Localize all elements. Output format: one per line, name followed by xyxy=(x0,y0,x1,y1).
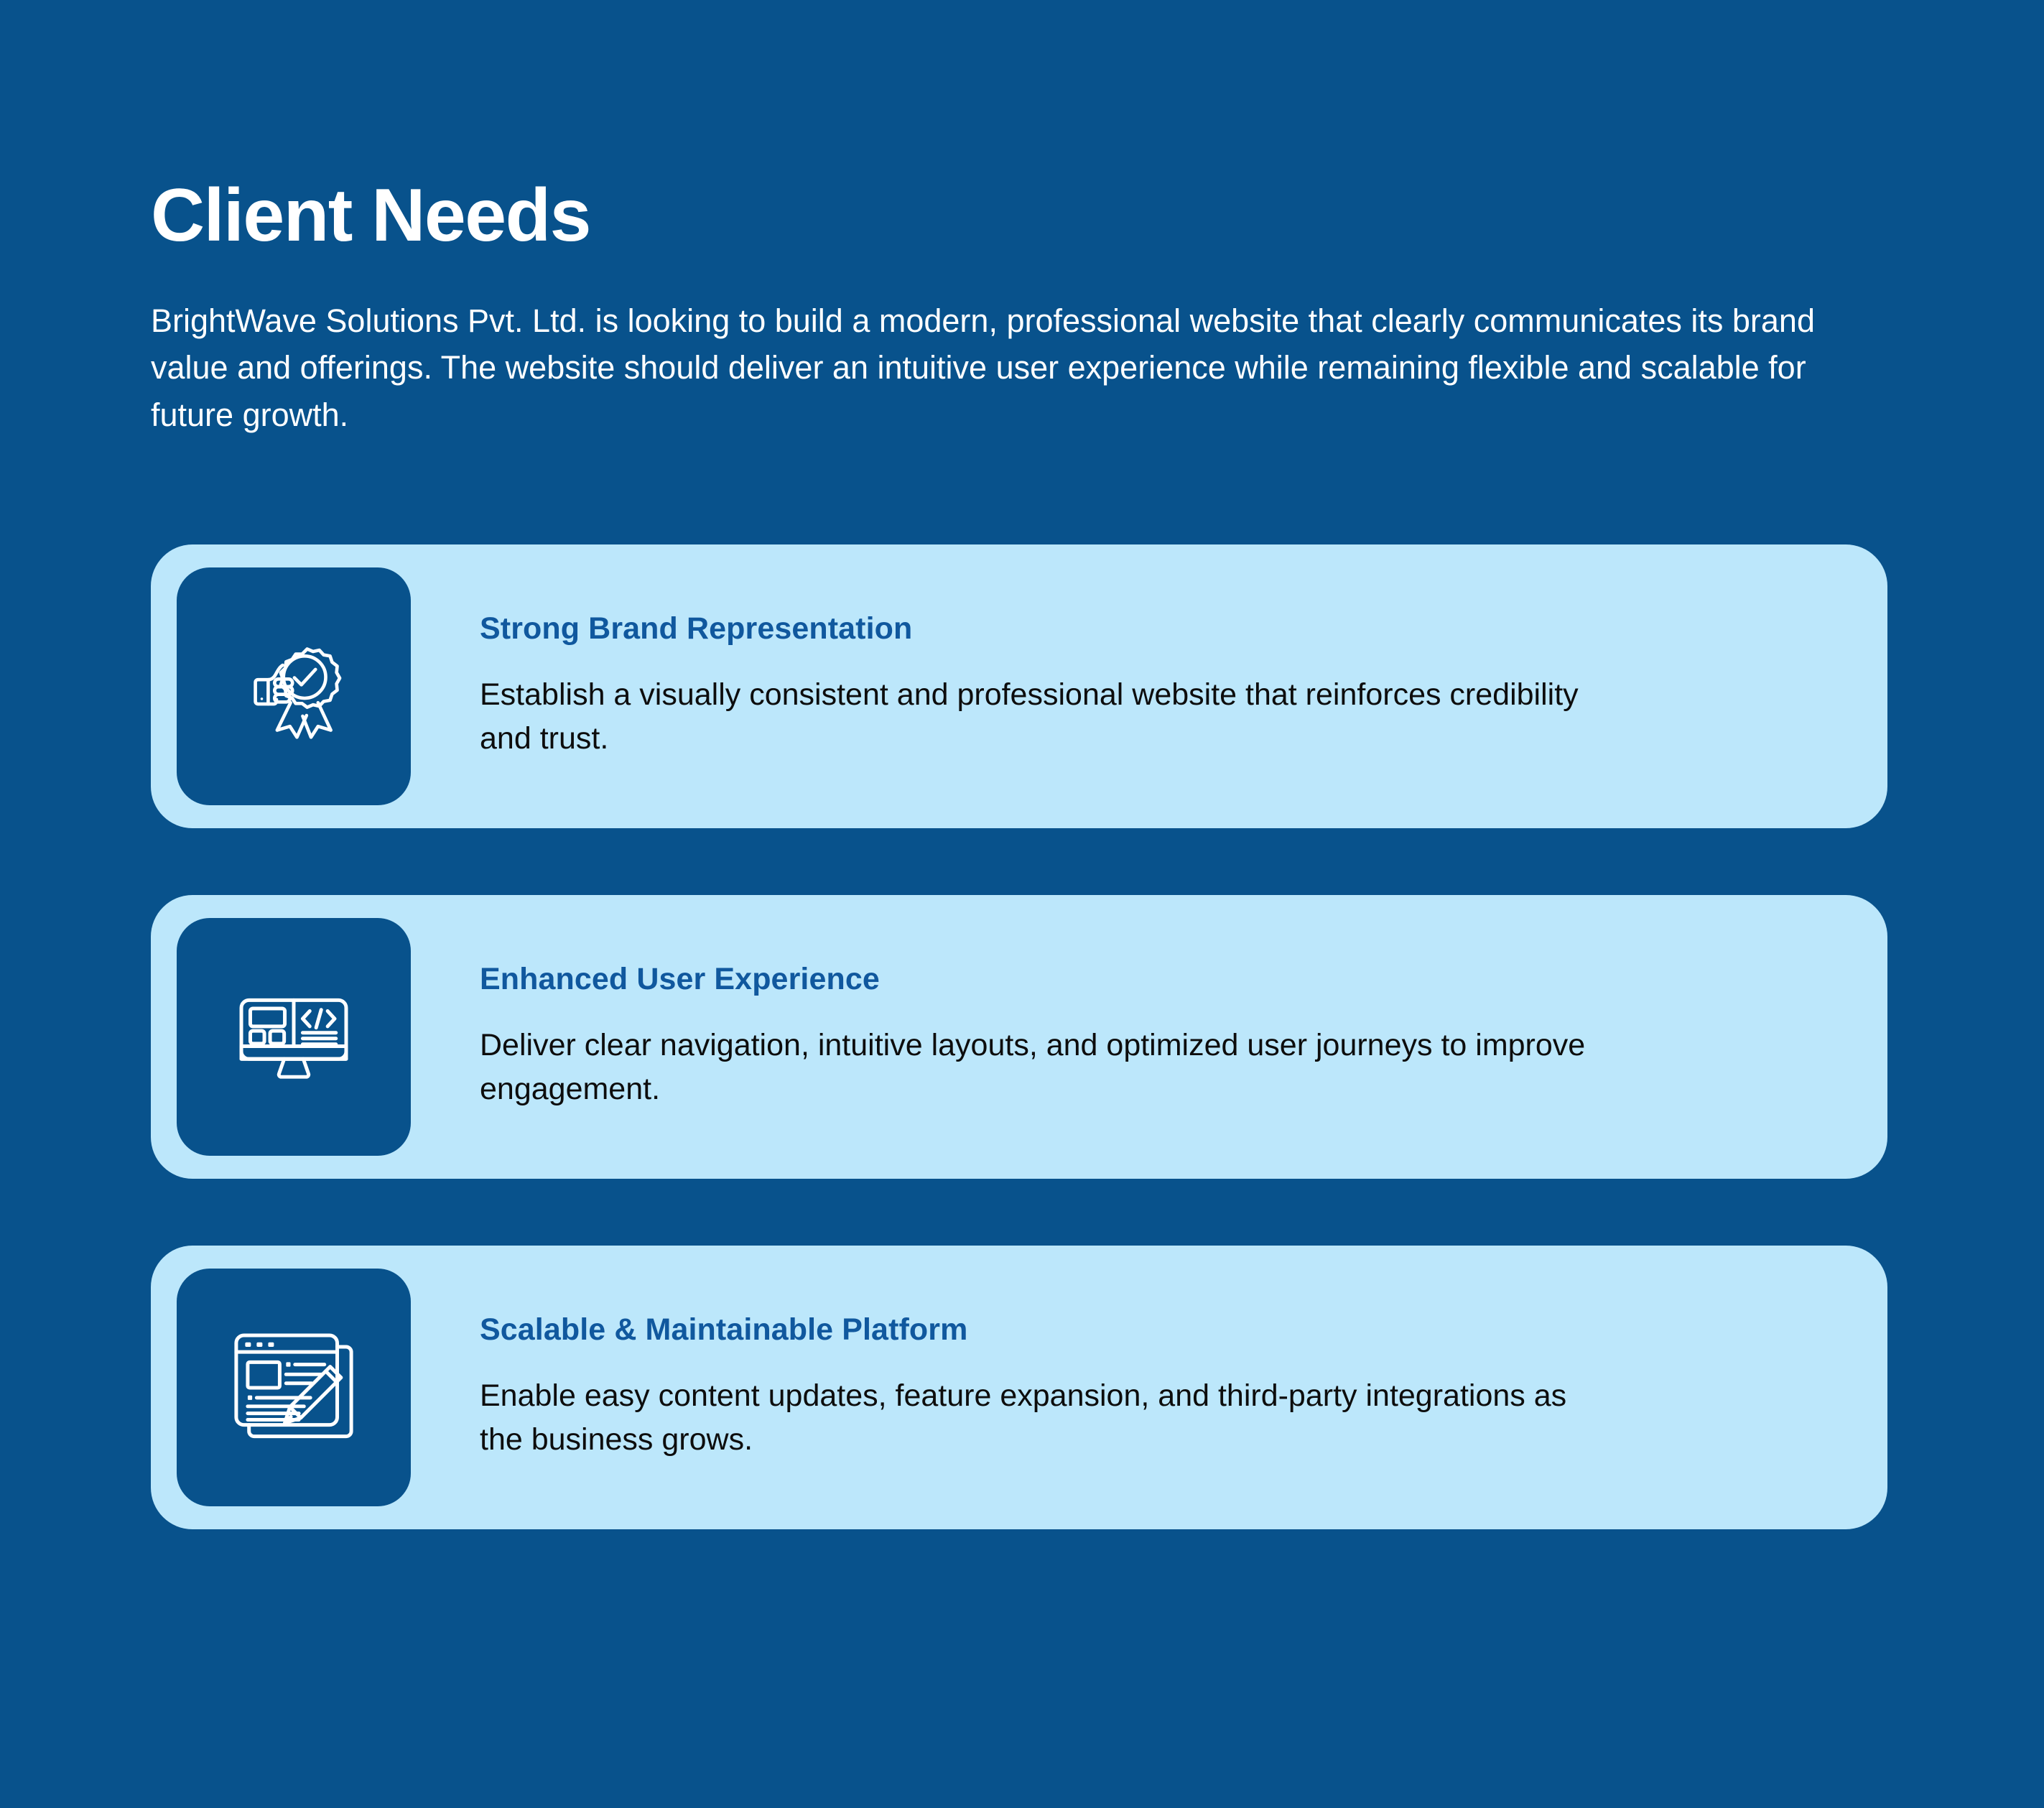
monitor-code-layout-icon xyxy=(230,973,358,1101)
icon-tile xyxy=(177,567,411,805)
client-needs-card-list: Strong Brand Representation Establish a … xyxy=(151,544,1887,1529)
icon-tile xyxy=(177,1269,411,1506)
card-description: Deliver clear navigation, intuitive layo… xyxy=(480,1028,1586,1107)
card-enhanced-user-experience[interactable]: Enhanced User Experience Deliver clear n… xyxy=(151,895,1887,1179)
page-title: Client Needs xyxy=(151,174,591,257)
award-badge-thumbs-up-icon xyxy=(230,623,358,751)
card-body: Scalable & Maintainable Platform Enable … xyxy=(480,1312,1862,1462)
card-strong-brand-representation[interactable]: Strong Brand Representation Establish a … xyxy=(151,544,1887,828)
card-scalable-maintainable-platform[interactable]: Scalable & Maintainable Platform Enable … xyxy=(151,1246,1887,1529)
icon-tile xyxy=(177,918,411,1156)
webpage-pencil-edit-icon xyxy=(230,1324,358,1452)
card-body: Enhanced User Experience Deliver clear n… xyxy=(480,961,1862,1111)
card-title: Strong Brand Representation xyxy=(480,611,913,646)
card-title: Enhanced User Experience xyxy=(480,961,880,996)
header: Client Needs BrightWave Solutions Pvt. L… xyxy=(151,178,1896,438)
card-title: Scalable & Maintainable Platform xyxy=(480,1312,968,1347)
card-body: Strong Brand Representation Establish a … xyxy=(480,611,1862,761)
card-description: Enable easy content updates, feature exp… xyxy=(480,1378,1567,1457)
card-description: Establish a visually consistent and prof… xyxy=(480,677,1579,756)
intro-paragraph: BrightWave Solutions Pvt. Ltd. is lookin… xyxy=(151,302,1815,433)
